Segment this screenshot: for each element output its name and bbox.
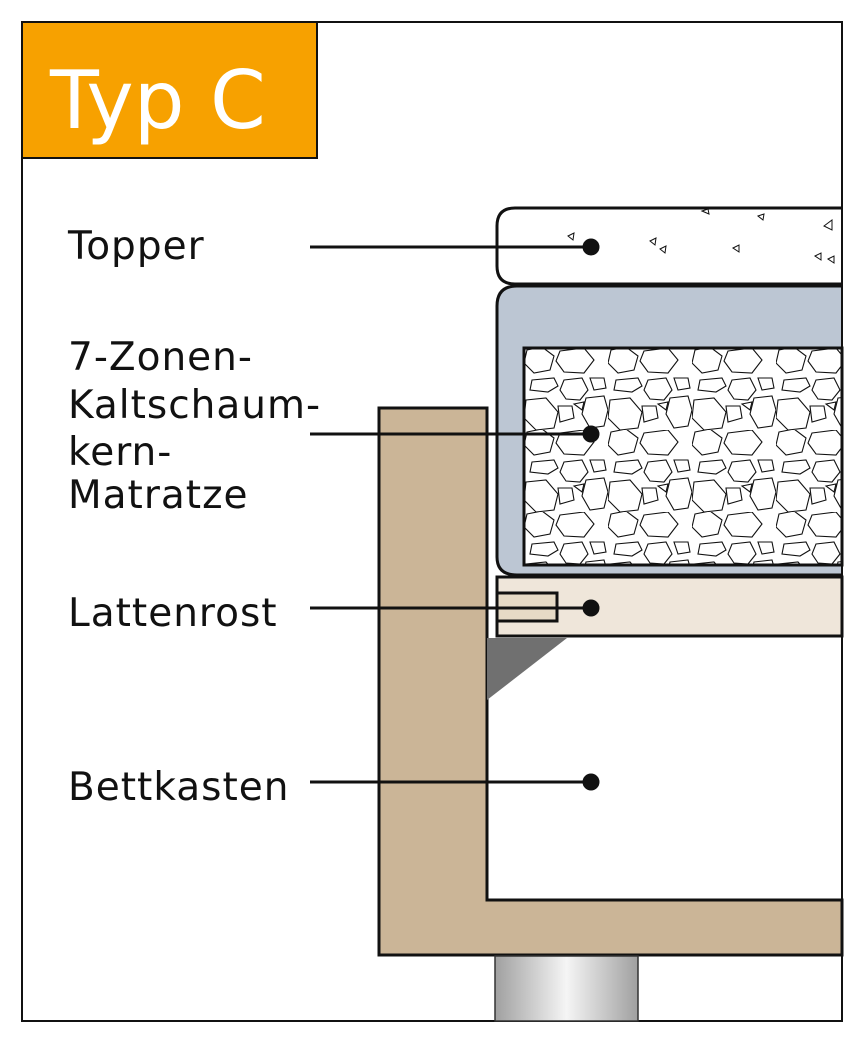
- title-badge: [21, 21, 318, 159]
- topper-texture: [567, 208, 835, 264]
- label-bed-box: Bettkasten: [68, 765, 289, 810]
- label-slatted-frame: Lattenrost: [68, 591, 278, 636]
- marker-mattress: [582, 425, 600, 443]
- bed-foot: [494, 955, 639, 1022]
- label-mattress-line-2: Kaltschaum-: [68, 383, 321, 428]
- label-mattress-line-1: 7-Zonen-: [68, 335, 253, 380]
- mattress-foam-core: [522, 346, 844, 567]
- marker-topper: [582, 238, 600, 256]
- shadow: [487, 638, 567, 700]
- marker-bed-box: [582, 773, 600, 791]
- diagram-title: Typ C: [49, 54, 266, 147]
- marker-slatted-frame: [582, 599, 600, 617]
- label-topper: Topper: [67, 224, 205, 269]
- label-mattress-line-4: Matratze: [68, 473, 249, 518]
- label-mattress-line-3: kern-: [68, 430, 172, 475]
